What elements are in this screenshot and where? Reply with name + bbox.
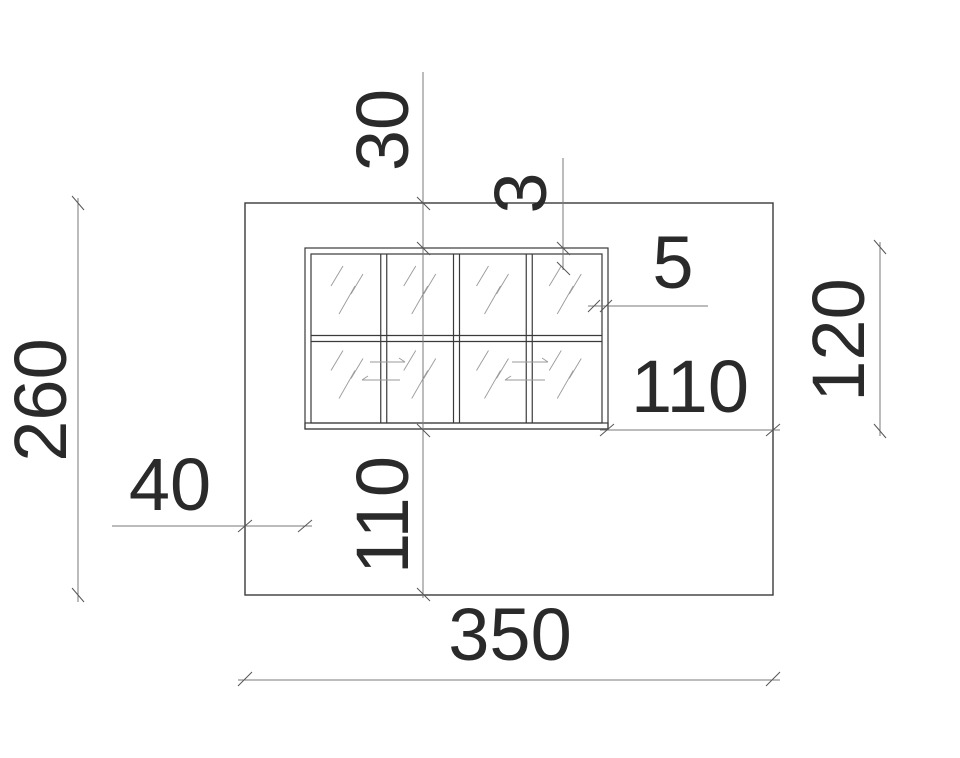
glass-hatch-line bbox=[556, 370, 574, 399]
glass-hatching bbox=[330, 265, 582, 399]
label-350: 350 bbox=[448, 593, 571, 676]
glass-hatch-line bbox=[476, 265, 489, 287]
window-frame-outer bbox=[304, 247, 609, 430]
glass-hatch-line bbox=[496, 358, 509, 379]
window-frame-inner bbox=[310, 253, 603, 424]
glass-hatch-line bbox=[568, 358, 582, 379]
glass-hatch-line bbox=[330, 350, 344, 371]
glass-hatch-line bbox=[548, 350, 562, 371]
window-sill bbox=[304, 422, 609, 430]
window-mullions bbox=[311, 254, 602, 423]
glass-hatch-line bbox=[423, 273, 437, 295]
label-120: 120 bbox=[797, 278, 880, 401]
glass-hatch-line bbox=[330, 265, 344, 287]
glass-hatch-line bbox=[350, 273, 364, 295]
label-110-right: 110 bbox=[631, 345, 749, 428]
label-5: 5 bbox=[652, 221, 693, 304]
glass-hatch-line bbox=[476, 350, 489, 371]
label-260: 260 bbox=[0, 338, 82, 461]
glass-hatch-line bbox=[548, 265, 562, 287]
glass-hatch-line bbox=[484, 370, 501, 399]
glass-hatch-line bbox=[568, 273, 582, 295]
glass-hatch-line bbox=[338, 285, 356, 315]
opening-arrows bbox=[361, 357, 549, 381]
glass-hatch-line bbox=[411, 370, 429, 399]
dimension-lines bbox=[71, 72, 887, 687]
window bbox=[304, 247, 609, 430]
label-3: 3 bbox=[479, 172, 562, 213]
wall-outline bbox=[244, 202, 774, 596]
glass-hatch-line bbox=[484, 285, 501, 315]
glass-hatch-line bbox=[496, 273, 509, 295]
glass-hatch-line bbox=[403, 350, 417, 371]
glass-hatch-line bbox=[338, 370, 356, 399]
glass-hatch-line bbox=[350, 358, 364, 379]
glass-hatch-line bbox=[411, 285, 429, 315]
label-110-sill: 110 bbox=[341, 456, 424, 574]
label-40: 40 bbox=[129, 443, 211, 526]
glass-hatch-line bbox=[403, 265, 417, 287]
glass-hatch-line bbox=[556, 285, 574, 315]
glass-hatch-line bbox=[423, 358, 437, 379]
dimension-labels: 260 350 40 30 3 5 110 120 110 bbox=[0, 89, 880, 676]
label-30: 30 bbox=[341, 89, 424, 171]
